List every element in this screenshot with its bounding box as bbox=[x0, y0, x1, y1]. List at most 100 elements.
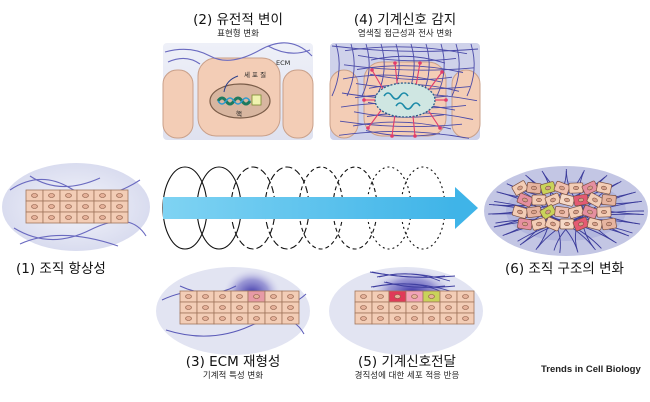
cell-nucleus bbox=[377, 316, 384, 321]
cell-nucleus bbox=[65, 204, 72, 209]
panel-6-altered-architecture bbox=[484, 166, 648, 256]
cell-nucleus bbox=[411, 305, 418, 310]
cell bbox=[559, 218, 575, 230]
ecm-fibers bbox=[164, 42, 313, 65]
ecm-label: ECM bbox=[276, 59, 290, 67]
cell-nucleus bbox=[99, 204, 106, 209]
cell-nucleus bbox=[48, 204, 55, 209]
nucleus bbox=[374, 82, 436, 118]
cell-nucleus bbox=[411, 316, 418, 321]
cell-nucleus bbox=[48, 215, 55, 220]
cell-nucleus bbox=[65, 215, 72, 220]
cell bbox=[572, 216, 590, 232]
panel-4-title: (4) 기계신호 감지 bbox=[353, 12, 457, 28]
cell bbox=[596, 206, 612, 218]
panel-5-subtitle: 경직성에 대한 세포 적응 반응 bbox=[354, 371, 460, 381]
cell-nucleus bbox=[428, 305, 435, 310]
cell-nucleus bbox=[287, 305, 294, 310]
panel-3-ecm-remodeling bbox=[156, 267, 310, 355]
panel-2-subtitle: 표현형 변화 bbox=[217, 29, 259, 39]
cell bbox=[568, 182, 584, 194]
cell-nucleus bbox=[31, 193, 38, 198]
adapting-cell-layer bbox=[354, 290, 475, 325]
cell bbox=[511, 205, 529, 219]
cell-nucleus bbox=[82, 204, 89, 209]
cell-nucleus bbox=[377, 294, 384, 299]
cell bbox=[581, 180, 599, 196]
cell-nucleus bbox=[82, 193, 89, 198]
cell-nucleus bbox=[219, 294, 226, 299]
cell-nucleus bbox=[116, 204, 123, 209]
panel-6-title: (6) 조직 구조의 변화 bbox=[505, 261, 624, 277]
disorganized-cells bbox=[511, 180, 617, 232]
cell-nucleus bbox=[48, 193, 55, 198]
cell bbox=[530, 217, 548, 231]
cell-nucleus bbox=[202, 294, 209, 299]
panel-2-title: (2) 유전적 변이 bbox=[193, 12, 283, 28]
cell-nucleus bbox=[185, 305, 192, 310]
journal-brand: Trends in Cell Biology bbox=[541, 364, 641, 375]
cell-nucleus bbox=[202, 316, 209, 321]
cell bbox=[586, 217, 604, 231]
nucleus bbox=[209, 83, 271, 119]
cell bbox=[567, 205, 585, 219]
cell bbox=[516, 192, 534, 208]
panel-5-mechanotransduction bbox=[329, 267, 483, 355]
force-tethers bbox=[362, 61, 448, 138]
cell bbox=[539, 204, 557, 220]
cell-nucleus bbox=[394, 316, 401, 321]
panel-2-genetic-variation: ECM 세 포 질 핵 bbox=[162, 42, 314, 140]
cell-nucleus bbox=[462, 305, 469, 310]
cell bbox=[601, 217, 617, 231]
cell-nucleus bbox=[253, 316, 260, 321]
cell bbox=[586, 192, 604, 208]
cell-nucleus bbox=[116, 215, 123, 220]
cell bbox=[554, 206, 570, 218]
cell bbox=[526, 182, 542, 194]
cell-nucleus bbox=[99, 193, 106, 198]
panel-4-subtitle: 염색질 접근성과 전사 변화 bbox=[357, 29, 453, 39]
cell bbox=[544, 216, 562, 232]
cell-nucleus bbox=[31, 204, 38, 209]
panel-1-title: (1) 조직 항상성 bbox=[16, 261, 106, 277]
cell-nucleus bbox=[82, 215, 89, 220]
cell-nucleus bbox=[270, 294, 277, 299]
cell-nucleus bbox=[287, 294, 294, 299]
cell bbox=[511, 180, 529, 196]
nucleus-label: 핵 bbox=[236, 109, 242, 118]
cell bbox=[531, 194, 547, 206]
cell-nucleus bbox=[394, 294, 401, 299]
panel-5-title: (5) 기계신호전달 bbox=[358, 354, 456, 370]
cell bbox=[539, 181, 557, 195]
cell-nucleus bbox=[360, 316, 367, 321]
panel-1-homeostasis bbox=[2, 163, 150, 251]
cell-nucleus bbox=[236, 316, 243, 321]
cell-nucleus bbox=[462, 316, 469, 321]
cell bbox=[544, 192, 562, 208]
cell-nucleus bbox=[377, 305, 384, 310]
cell-nucleus bbox=[360, 294, 367, 299]
cell-nucleus bbox=[236, 294, 243, 299]
cell-nucleus bbox=[185, 316, 192, 321]
cell-nucleus bbox=[236, 305, 243, 310]
cell-nucleus bbox=[253, 294, 260, 299]
progression-arrow bbox=[162, 166, 478, 250]
panel-4-mechanosensing bbox=[329, 43, 481, 140]
cell-nucleus bbox=[394, 305, 401, 310]
cell bbox=[601, 194, 617, 206]
cell-nucleus bbox=[270, 305, 277, 310]
cell-nucleus bbox=[253, 305, 260, 310]
cell-nucleus bbox=[428, 294, 435, 299]
cell-nucleus bbox=[219, 316, 226, 321]
cell bbox=[558, 193, 576, 207]
cell-nucleus bbox=[31, 215, 38, 220]
cell-nucleus bbox=[445, 305, 452, 310]
cell bbox=[526, 206, 542, 218]
cell-nucleus bbox=[360, 305, 367, 310]
cell-nucleus bbox=[462, 294, 469, 299]
cell-nucleus bbox=[445, 294, 452, 299]
cell-nucleus bbox=[428, 316, 435, 321]
epithelial-cell-layer bbox=[179, 290, 300, 325]
cell-nucleus bbox=[411, 294, 418, 299]
